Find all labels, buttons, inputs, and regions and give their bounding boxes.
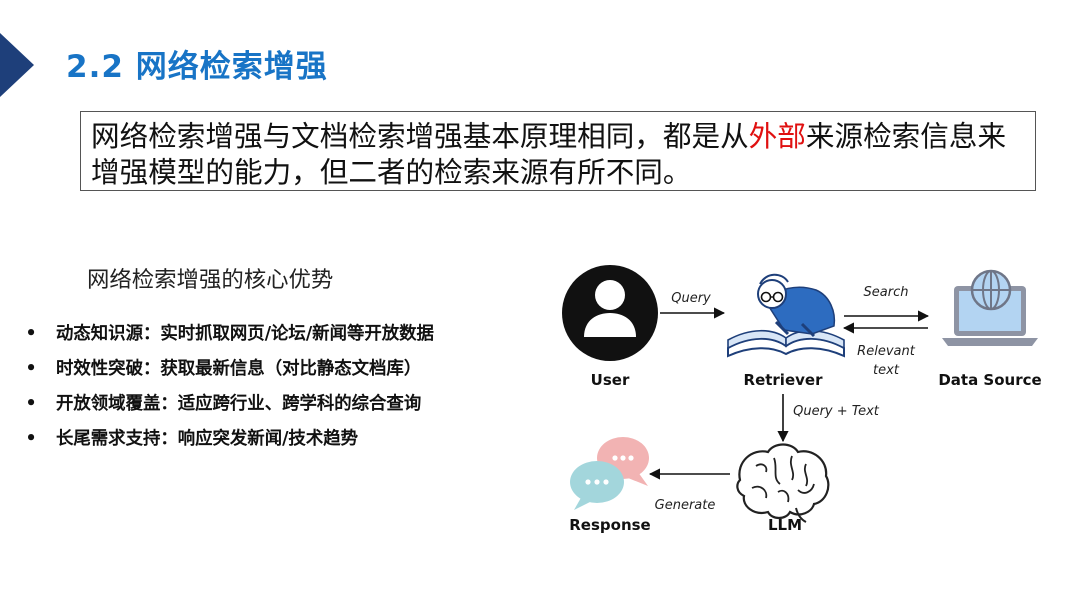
edge-label-query: Query xyxy=(671,291,711,306)
edge-label-text: text xyxy=(873,363,900,378)
edge-label-search: Search xyxy=(864,285,909,300)
node-label-user: User xyxy=(591,371,630,389)
list-item-text: 开放领域覆盖：适应跨行业、跨学科的综合查询 xyxy=(56,394,422,414)
edge-label-generate: Generate xyxy=(655,498,716,513)
user-avatar-icon xyxy=(562,265,658,361)
node-label-data-source: Data Source xyxy=(938,371,1041,389)
page-title: 2.2 网络检索增强 xyxy=(66,49,328,85)
list-item-text: 长尾需求支持：响应突发新闻/技术趋势 xyxy=(56,429,358,449)
bullet-icon: • xyxy=(25,429,37,449)
chat-bubbles-icon xyxy=(570,437,649,510)
title-accent-icon xyxy=(0,33,34,97)
list-item: • 动态知识源：实时抓取网页/论坛/新闻等开放数据 xyxy=(24,318,434,353)
bullet-icon: • xyxy=(25,324,37,344)
bullet-icon: • xyxy=(25,394,37,414)
reading-person-book-icon xyxy=(727,273,845,358)
node-label-retriever: Retriever xyxy=(744,371,824,389)
advantages-list: • 动态知识源：实时抓取网页/论坛/新闻等开放数据 • 时效性突破：获取最新信息（对… xyxy=(24,318,434,458)
rag-flow-diagram: User Query Retriever Search Relevant tex… xyxy=(562,265,1042,534)
bullet-icon: • xyxy=(25,359,37,379)
node-label-llm: LLM xyxy=(768,516,802,534)
brain-icon xyxy=(736,443,830,523)
advantages-heading: 网络检索增强的核心优势 xyxy=(87,267,334,293)
intro-text-part2: 来源检索信息来增强模型的能力，但二者的检索来源有所不同。 xyxy=(91,119,1007,189)
list-item: • 长尾需求支持：响应突发新闻/技术趋势 xyxy=(24,423,434,458)
intro-box: 网络检索增强与文档检索增强基本原理相同，都是从外部来源检索信息来增强模型的能力，… xyxy=(80,111,1036,191)
intro-text-part1: 网络检索增强与文档检索增强基本原理相同，都是从 xyxy=(91,119,749,153)
laptop-globe-icon xyxy=(942,269,1038,346)
node-label-response: Response xyxy=(569,516,650,534)
list-item-text: 时效性突破：获取最新信息（对比静态文档库） xyxy=(56,359,422,379)
list-item-text: 动态知识源：实时抓取网页/论坛/新闻等开放数据 xyxy=(56,324,434,344)
list-item: • 开放领域覆盖：适应跨行业、跨学科的综合查询 xyxy=(24,388,434,423)
edge-label-relevant: Relevant xyxy=(857,344,916,359)
edge-label-query-text: Query + Text xyxy=(793,404,880,419)
list-item: • 时效性突破：获取最新信息（对比静态文档库） xyxy=(24,353,434,388)
intro-highlight: 外部 xyxy=(748,119,806,153)
